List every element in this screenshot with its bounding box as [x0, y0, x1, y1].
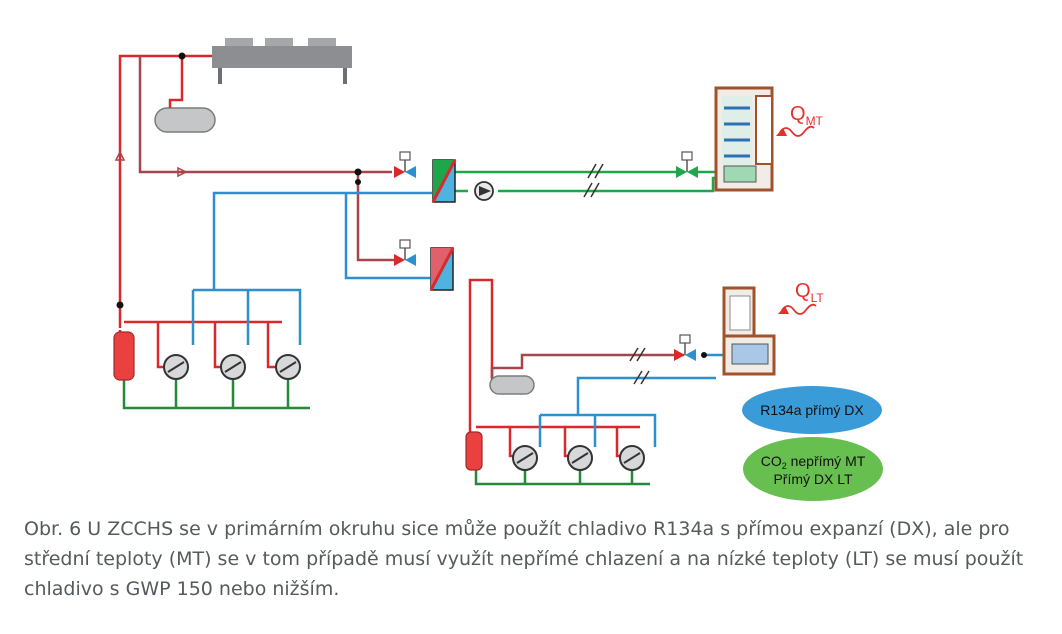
flow-arrow-right	[177, 166, 188, 178]
heat-flow-mt-icon	[779, 125, 815, 137]
display-case-mt	[714, 86, 774, 192]
compressor-icon	[275, 354, 301, 380]
receiver-vertical-left	[113, 331, 135, 381]
expansion-valve-mt-case	[676, 151, 698, 178]
refrigeration-schematic: QMT QLT R134a přímý DX CO2 nepřímý MT Př…	[113, 38, 883, 501]
expansion-valve-hx2	[394, 239, 416, 266]
compressor-icon	[567, 445, 593, 471]
legend-r134a: R134a přímý DX	[742, 386, 882, 434]
heat-flow-mt-arrow	[776, 128, 787, 136]
junction-dots	[116, 52, 707, 358]
compressor-icon	[220, 354, 246, 380]
oil-lines	[122, 380, 650, 486]
line-break-marks	[583, 163, 650, 385]
liquid-lines	[138, 56, 684, 378]
compressor-icon	[512, 445, 538, 471]
legend-co2-line1: CO2 nepřímý MT	[761, 453, 866, 471]
pump-icon	[474, 181, 494, 201]
legend-co2: CO2 nepřímý MT Přímý DX LT	[743, 437, 883, 501]
q-lt-label: QLT	[795, 280, 824, 305]
receiver-tank-top	[154, 107, 216, 133]
expansion-valve-lt-case	[674, 334, 696, 361]
receiver-vertical-right	[465, 431, 483, 471]
figure-caption: Obr. 6 U ZCCHS se v primárním okruhu sic…	[24, 518, 1024, 600]
compressors-left	[163, 354, 301, 380]
heat-exchanger-lt	[429, 247, 455, 291]
compressor-icon	[619, 445, 645, 471]
condenser-unit	[212, 38, 352, 84]
heat-flow-lt-icon	[781, 303, 817, 315]
heat-exchanger-mt	[431, 159, 457, 203]
receiver-tank-lt	[489, 375, 535, 395]
flow-arrow-up	[114, 150, 126, 161]
legend-r134a-text: R134a přímý DX	[760, 402, 864, 418]
compressors-right	[512, 445, 645, 471]
heat-flow-lt-arrow	[778, 306, 789, 314]
compressor-icon	[163, 354, 189, 380]
display-case-lt	[722, 286, 776, 376]
q-mt-label: QMT	[790, 103, 824, 128]
expansion-valve-mt	[394, 151, 416, 178]
legend-co2-line2: Přímý DX LT	[773, 471, 853, 487]
suction-lines	[191, 191, 730, 447]
